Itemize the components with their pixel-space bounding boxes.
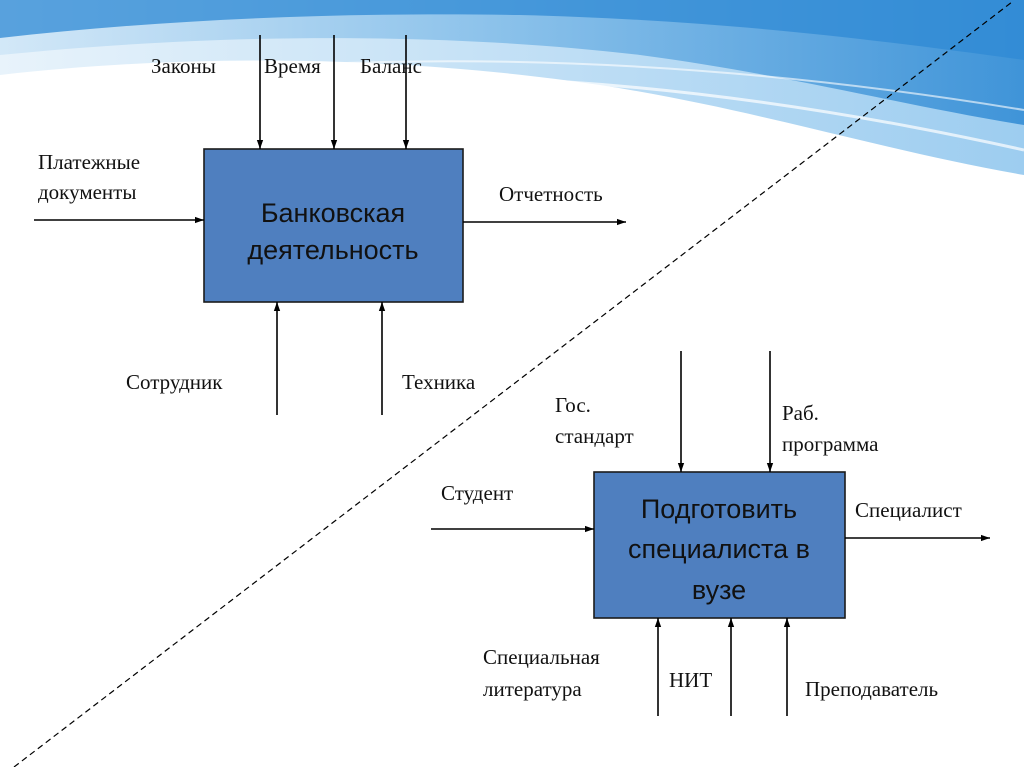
output-label: Специалист — [855, 498, 962, 522]
control-label: Законы — [151, 54, 216, 78]
input-label: Студент — [441, 481, 513, 505]
idef0-diagram-banking: Банковская деятельность Платежные докуме… — [34, 35, 626, 415]
input-label-line: Платежные — [38, 150, 140, 174]
box-label-line: вузе — [692, 575, 746, 605]
box-label-line: Подготовить — [641, 494, 797, 524]
output-label: Отчетность — [499, 182, 603, 206]
control-label-line: программа — [782, 432, 879, 456]
box-label-line: Банковская — [261, 198, 405, 228]
mechanism-label: Преподаватель — [805, 677, 938, 701]
box-label-line: деятельность — [247, 235, 418, 265]
control-label-line: стандарт — [555, 424, 634, 448]
mechanism-label-line: Специальная — [483, 645, 600, 669]
header-wave-decoration — [0, 0, 1024, 175]
control-label: Время — [264, 54, 321, 78]
idef0-diagram-university: Подготовить специалиста в вузе Студент Г… — [431, 351, 990, 716]
input-label-line: документы — [38, 180, 136, 204]
control-label-line: Раб. — [782, 401, 819, 425]
mechanism-label: Техника — [402, 370, 476, 394]
activity-box-banking — [203, 148, 464, 303]
activity-box-training — [593, 471, 846, 619]
mechanism-label: Сотрудник — [126, 370, 223, 394]
mechanism-label-line: литература — [483, 677, 582, 701]
control-label: Баланс — [360, 54, 422, 78]
mechanism-label: НИТ — [669, 668, 712, 692]
control-label-line: Гос. — [555, 393, 591, 417]
box-label-line: специалиста в — [628, 534, 810, 564]
